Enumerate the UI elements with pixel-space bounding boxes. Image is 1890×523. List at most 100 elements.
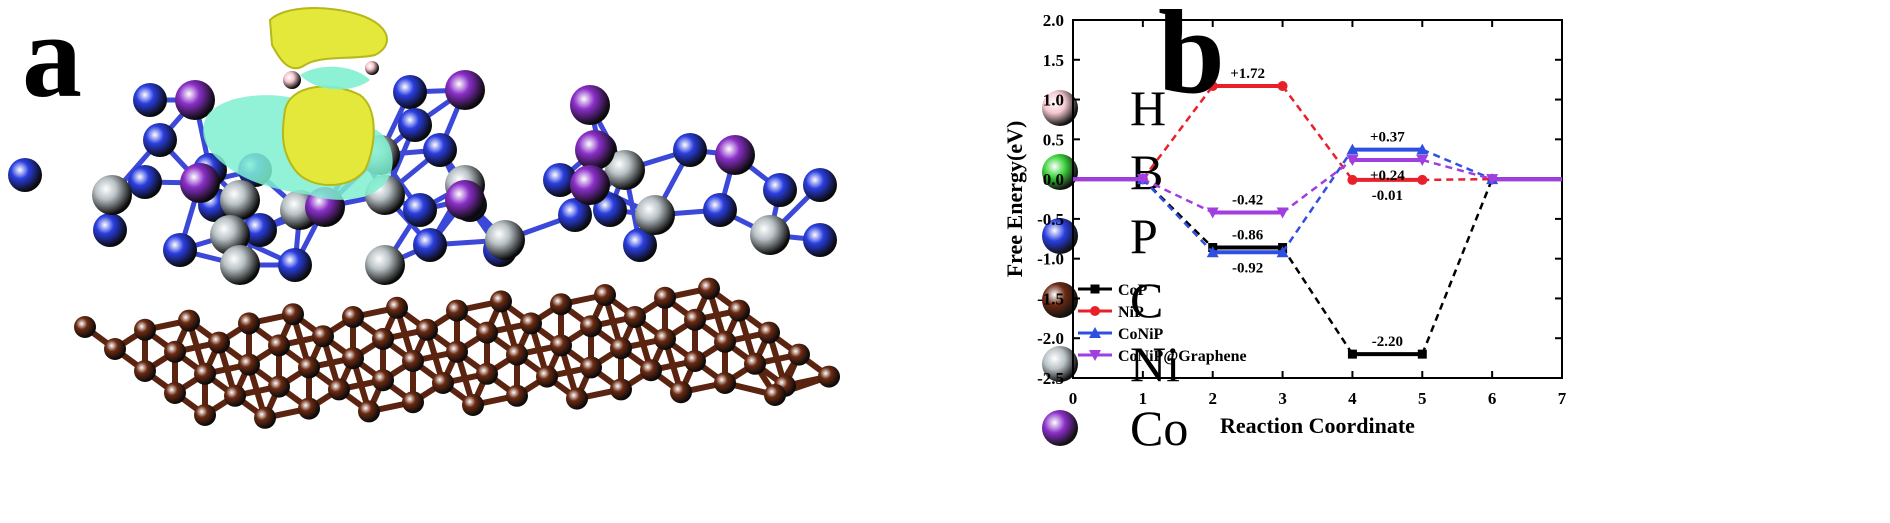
- legend-item-c: C: [1030, 270, 1230, 330]
- carbon-atom: [818, 365, 840, 388]
- x-tick-label: 7: [1558, 389, 1567, 408]
- phosphorus-atom: [803, 168, 837, 202]
- y-tick-label: -0.5: [1037, 210, 1064, 229]
- carbon-atom: [164, 340, 186, 363]
- legend-item-h: H: [1030, 78, 1230, 138]
- carbon-atom: [416, 318, 438, 341]
- carbon-atom: [640, 359, 662, 382]
- phosphorus-atom: [593, 193, 627, 227]
- boron-atom-icon: [1042, 154, 1078, 190]
- x-tick-label: 0: [1069, 389, 1078, 408]
- data-point: [1417, 174, 1428, 185]
- plot-area: [1073, 81, 1562, 359]
- carbon-atom: [654, 328, 676, 350]
- carbon-atom: [490, 290, 512, 313]
- x-tick-label: 2: [1208, 389, 1217, 408]
- carbon-atom: [134, 360, 156, 382]
- carbon-atom: [238, 353, 260, 376]
- value-label: -0.42: [1232, 193, 1263, 209]
- nickel-atom: [485, 220, 525, 260]
- legend-item-b: B: [1030, 142, 1230, 202]
- carbon-atom: [744, 352, 766, 375]
- carbon-atom: [728, 299, 750, 322]
- value-label: -0.86: [1232, 228, 1264, 244]
- data-point: [1276, 207, 1289, 219]
- nickel-atom-icon: [1042, 346, 1078, 382]
- graphene-sheet: [74, 277, 840, 429]
- cobalt-atom: [175, 80, 215, 120]
- data-point: [1206, 207, 1219, 219]
- data-point: [1416, 155, 1429, 167]
- carbon-atom: [178, 309, 200, 332]
- phosphorus-atom: [423, 133, 457, 167]
- carbon-atom: [386, 296, 408, 319]
- carbon-atom: [446, 299, 468, 322]
- carbon-atom: [684, 308, 706, 331]
- phosphorus-atom: [393, 75, 427, 109]
- carbon-atom: [224, 384, 246, 407]
- carbon-atom: [764, 384, 786, 406]
- phosphorus-atom: [243, 213, 277, 247]
- carbon-atom: [550, 334, 572, 357]
- y-tick-label: 1.0: [1043, 91, 1064, 110]
- legend-item-ni: Ni: [1030, 334, 1230, 394]
- nickel-atom: [605, 150, 645, 190]
- carbon-atom: [342, 347, 364, 370]
- carbon-atom: [358, 400, 380, 423]
- series-transition: [1141, 85, 1214, 180]
- nickel-atom: [365, 245, 405, 285]
- cobalt-atom: [445, 180, 485, 220]
- data-point: [1417, 349, 1427, 359]
- carbon-atom: [476, 362, 498, 385]
- carbon-atom: [402, 391, 424, 414]
- carbon-atom: [758, 321, 780, 344]
- carbon-atom: [432, 372, 454, 394]
- data-point: [1347, 349, 1357, 359]
- carbon-atom-icon: [1042, 282, 1078, 318]
- value-label: +1.72: [1230, 66, 1265, 82]
- carbon-atom: [536, 365, 558, 388]
- legend-label: Co: [1130, 400, 1189, 456]
- charge-density-isosurface: [203, 7, 393, 200]
- series-transition: [1281, 148, 1354, 254]
- series-conip: [1073, 143, 1562, 258]
- carbon-atom: [372, 369, 394, 392]
- y-tick-label: 1.5: [1043, 51, 1064, 70]
- data-point: [1276, 246, 1289, 258]
- hydrogen-atom: [283, 71, 301, 89]
- data-point: [1090, 284, 1100, 294]
- phosphorus-atom: [278, 248, 312, 282]
- y-tick-label: -2.5: [1037, 369, 1064, 388]
- data-point: [1346, 143, 1359, 155]
- carbon-atom: [254, 406, 276, 429]
- carbon-atom: [268, 334, 290, 357]
- carbon-atom: [462, 394, 484, 416]
- data-point: [1347, 174, 1358, 185]
- carbon-atom: [654, 286, 676, 309]
- series-conip-graphene: [1073, 155, 1562, 219]
- plot-frame: [1072, 19, 1563, 379]
- legend-label: H: [1130, 80, 1167, 136]
- series-transition: [1142, 177, 1214, 214]
- phosphorus-atom-icon: [1042, 218, 1078, 254]
- phosphorus-atom: [623, 228, 657, 262]
- value-label: +0.37: [1370, 130, 1405, 146]
- carbon-atom: [312, 325, 334, 348]
- series-nip: [1073, 81, 1562, 185]
- cobalt-atom: [180, 163, 220, 203]
- carbon-atom: [610, 378, 632, 401]
- y-tick-label: -1.0: [1037, 250, 1064, 269]
- series-transition: [1281, 246, 1354, 355]
- structure-illustration: [8, 7, 840, 429]
- phosphorus-atom: [673, 133, 707, 167]
- nickel-atom: [220, 180, 260, 220]
- value-label: +0.24: [1370, 168, 1405, 184]
- carbon-atom: [328, 378, 350, 401]
- carbon-atom: [298, 356, 320, 379]
- legend-item: CoNiP: [1078, 326, 1164, 343]
- carbon-atom: [684, 350, 706, 372]
- carbon-atom: [714, 330, 736, 353]
- carbon-atom: [610, 337, 632, 360]
- value-annotations: +1.72-0.42-0.86-0.92+0.37+0.24-0.01-2.20: [1230, 66, 1405, 350]
